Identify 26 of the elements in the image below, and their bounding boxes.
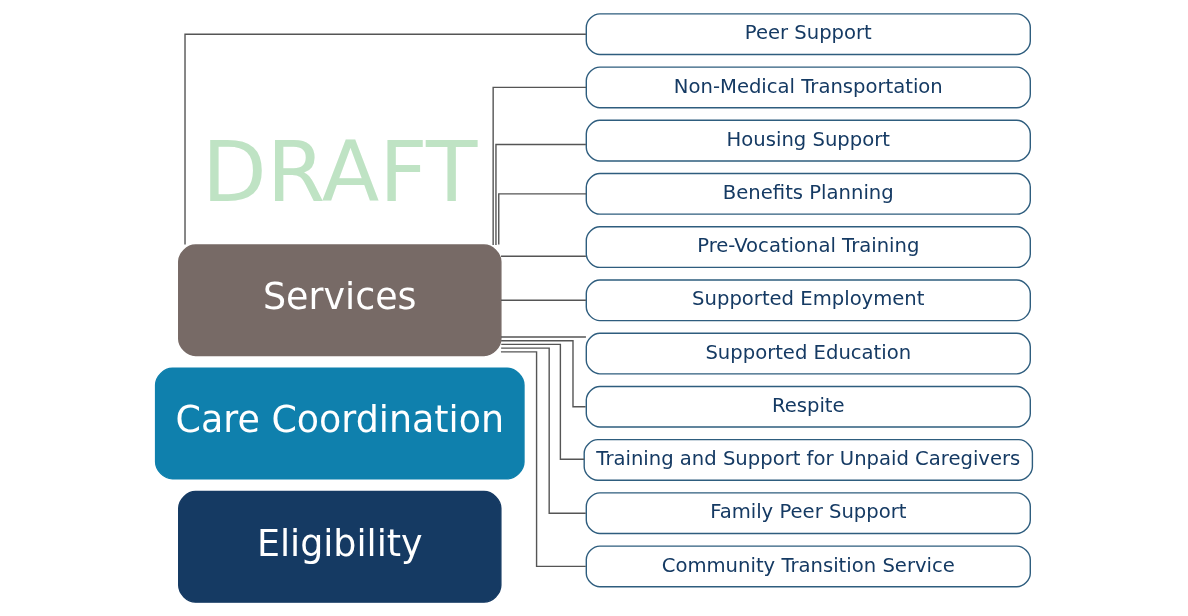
connector bbox=[500, 299, 587, 301]
label: DRAFT bbox=[202, 122, 478, 221]
node-box: Supported Employment bbox=[585, 279, 1031, 322]
connector bbox=[184, 33, 587, 246]
node-box: Peer Support bbox=[585, 13, 1031, 56]
node-box: Supported Education bbox=[585, 332, 1031, 375]
node-box: Care Coordination bbox=[154, 367, 525, 480]
connector bbox=[500, 347, 587, 514]
node-box: Training and Support for Unpaid Caregivers bbox=[583, 438, 1034, 481]
node-box: Non-Medical Transportation bbox=[585, 66, 1031, 109]
connector bbox=[492, 86, 587, 246]
connector bbox=[500, 340, 587, 408]
connector bbox=[500, 351, 587, 568]
connector bbox=[498, 193, 587, 246]
connector bbox=[500, 343, 585, 460]
node-box: Housing Support bbox=[585, 119, 1031, 162]
node-box: Family Peer Support bbox=[585, 492, 1031, 535]
node-box: Services bbox=[178, 244, 502, 357]
node-box: Benefits Planning bbox=[585, 172, 1031, 215]
connector bbox=[495, 143, 587, 246]
node-box: Community Transition Service bbox=[585, 545, 1031, 588]
node-box: Respite bbox=[585, 385, 1031, 428]
node-box: Pre-Vocational Training bbox=[585, 226, 1031, 269]
connector bbox=[500, 336, 587, 338]
connector bbox=[500, 255, 587, 257]
node-box: Eligibility bbox=[178, 490, 502, 603]
